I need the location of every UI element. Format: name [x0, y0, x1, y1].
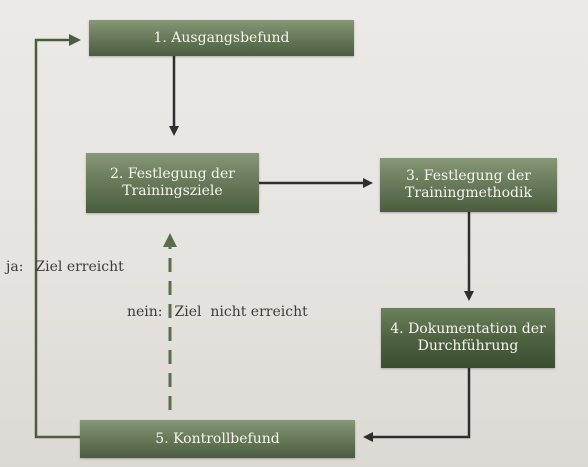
- box-kontrollbefund: 5. Kontrollbefund: [80, 420, 355, 458]
- box-dokumentation-durchfuehrung-label: 4. Dokumentation der Durchführung: [390, 321, 546, 354]
- box-festlegung-trainingmethodik: 3. Festlegung der Trainingmethodik: [380, 158, 557, 212]
- label-nein-ziel-nicht-erreicht: nein: Ziel nicht erreicht: [127, 304, 308, 320]
- box-festlegung-trainingsziele-label: 2. Festlegung der Trainingsziele: [110, 166, 235, 199]
- box-dokumentation-durchfuehrung: 4. Dokumentation der Durchführung: [381, 308, 555, 368]
- box-festlegung-trainingsziele: 2. Festlegung der Trainingsziele: [86, 153, 259, 213]
- label-nein-key: nein:: [127, 304, 163, 320]
- arrow-4-to-5: [363, 368, 471, 442]
- label-ja-key: ja:: [6, 259, 24, 275]
- label-nein-text: Ziel nicht erreicht: [174, 304, 308, 320]
- box-festlegung-trainingmethodik-label: 3. Festlegung der Trainingmethodik: [405, 168, 532, 201]
- label-ja-ziel-erreicht: ja: Ziel erreicht: [6, 259, 124, 275]
- arrow-loop-ja: [34, 34, 81, 439]
- box-ausgangsbefund: 1. Ausgangsbefund: [89, 20, 354, 56]
- box-kontrollbefund-label: 5. Kontrollbefund: [155, 430, 280, 447]
- box-ausgangsbefund-label: 1. Ausgangsbefund: [153, 29, 290, 46]
- label-ja-text: Ziel erreicht: [35, 259, 124, 275]
